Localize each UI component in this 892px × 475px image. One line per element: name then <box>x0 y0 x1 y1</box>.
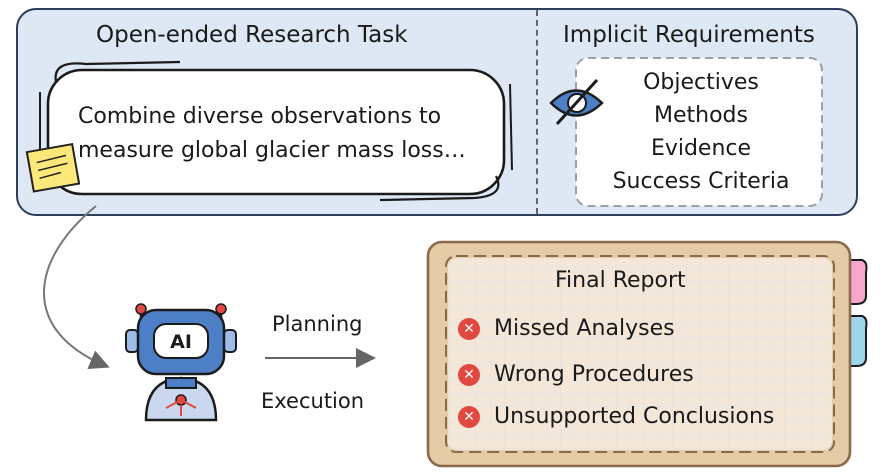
requirement-success-criteria: Success Criteria <box>612 169 790 194</box>
execution-label: Execution <box>261 389 365 413</box>
research-task-description: Combine diverse observations to measure … <box>78 104 466 163</box>
robot-ai-badge: AI <box>170 331 192 353</box>
issue-label: Unsupported Conclusions <box>494 404 775 429</box>
report-issue: ✕ Wrong Procedures <box>458 362 694 387</box>
panel-divider <box>536 10 538 214</box>
final-report-card <box>426 240 868 468</box>
final-report-title: Final Report <box>555 268 686 293</box>
red-x-icon: ✕ <box>458 317 480 340</box>
task-to-agent-arrow <box>43 205 110 370</box>
task-bubble <box>39 60 513 202</box>
sticky-note-icon <box>25 142 81 193</box>
requirement-evidence: Evidence <box>650 136 752 161</box>
report-issue: ✕ Unsupported Conclusions <box>458 404 774 429</box>
report-issue: ✕ Missed Analyses <box>458 316 675 341</box>
research-task-title: Open-ended Research Task <box>96 22 408 48</box>
requirements-list: Objectives Methods Evidence Success Crit… <box>580 66 822 198</box>
issue-label: Missed Analyses <box>494 316 675 341</box>
issue-label: Wrong Procedures <box>494 362 694 387</box>
red-x-icon: ✕ <box>458 405 480 428</box>
requirements-title: Implicit Requirements <box>563 22 815 48</box>
red-x-icon: ✕ <box>458 363 480 386</box>
requirements-box <box>575 57 823 207</box>
requirement-methods: Methods <box>654 103 748 128</box>
planning-label: Planning <box>272 312 363 336</box>
robot-ai-icon <box>125 303 237 422</box>
hidden-eye-icon <box>549 78 604 126</box>
requirement-objectives: Objectives <box>643 70 759 95</box>
